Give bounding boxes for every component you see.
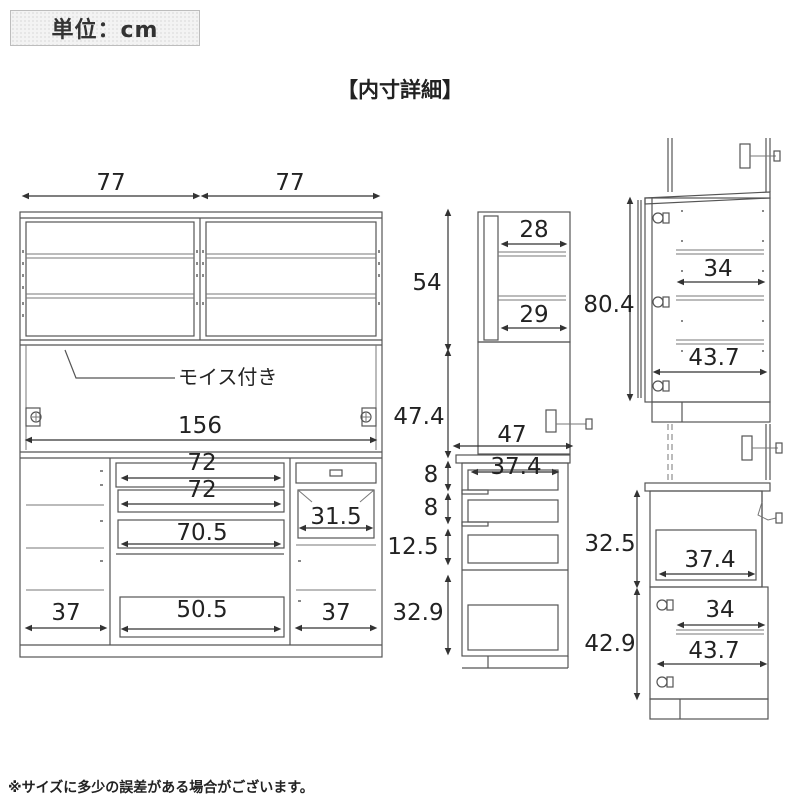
dim-drawer-depth: 37.4 xyxy=(490,454,541,480)
dim-drawer1-width: 72 xyxy=(187,450,216,476)
dim-right-cabinet-width: 37 xyxy=(321,600,350,626)
dim-drawer3-width: 70.5 xyxy=(176,520,227,546)
tolerance-note: ※サイズに多少の誤差がある場合がございます。 xyxy=(8,779,314,796)
hinge-icon xyxy=(25,407,42,427)
dim-small-drawer-width: 31.5 xyxy=(310,504,361,530)
dim-bottom-center-width: 50.5 xyxy=(176,597,227,623)
dim-drawer4-height: 32.9 xyxy=(392,600,443,626)
moist-label: モイス付き xyxy=(178,365,277,389)
unit-label: 単位：cm xyxy=(10,10,200,46)
dim-upper-height: 54 xyxy=(412,270,441,296)
section-title: 【内寸詳細】 xyxy=(337,78,463,102)
outlet-plug-icon xyxy=(741,435,783,461)
dim-drawer1-height: 8 xyxy=(424,462,439,488)
front-view: 77 77 xyxy=(19,170,383,658)
dim-middle-height: 47.4 xyxy=(393,404,444,430)
dim-right-upper-height: 80.4 xyxy=(583,292,634,318)
cable-icon xyxy=(757,501,783,524)
hinge-icon xyxy=(652,212,670,224)
cable-icon xyxy=(556,418,593,430)
hinge-icon xyxy=(652,296,670,308)
side-view: 54 47.4 28 29 47 37.4 xyxy=(387,208,593,669)
right-upper-view: 34 43.7 80.4 xyxy=(583,138,781,480)
hinge-icon xyxy=(360,407,377,427)
dim-upper-depth-bottom: 29 xyxy=(519,302,548,328)
hinge-icon xyxy=(656,676,674,688)
dim-right-upper-full-depth: 43.7 xyxy=(688,345,739,371)
dim-drawer3-height: 12.5 xyxy=(387,534,438,560)
hinge-icon xyxy=(652,380,670,392)
right-lower-view: 37.4 32.5 34 43.7 42.9 xyxy=(584,435,783,720)
dim-right-lower-shelf-depth: 34 xyxy=(705,597,734,623)
dim-drawer2-height: 8 xyxy=(424,495,439,521)
dim-depth: 47 xyxy=(497,422,526,448)
dim-right-lower-full-depth: 43.7 xyxy=(688,638,739,664)
dim-right-lower-upper-height: 32.5 xyxy=(584,531,635,557)
dim-drawer2-width: 72 xyxy=(187,477,216,503)
hinge-icon xyxy=(656,599,674,611)
dim-right-lower-height: 42.9 xyxy=(584,631,635,657)
outlet-plug-icon xyxy=(739,143,781,169)
dim-left-cabinet-width: 37 xyxy=(51,600,80,626)
dim-total-width: 156 xyxy=(178,413,222,439)
dim-right-upper-shelf-depth: 34 xyxy=(703,256,732,282)
dim-top-right-width: 77 xyxy=(275,170,304,196)
dim-right-lower-upper-depth: 37.4 xyxy=(684,547,735,573)
dim-top-left-width: 77 xyxy=(96,170,125,196)
dim-upper-depth-top: 28 xyxy=(519,217,548,243)
